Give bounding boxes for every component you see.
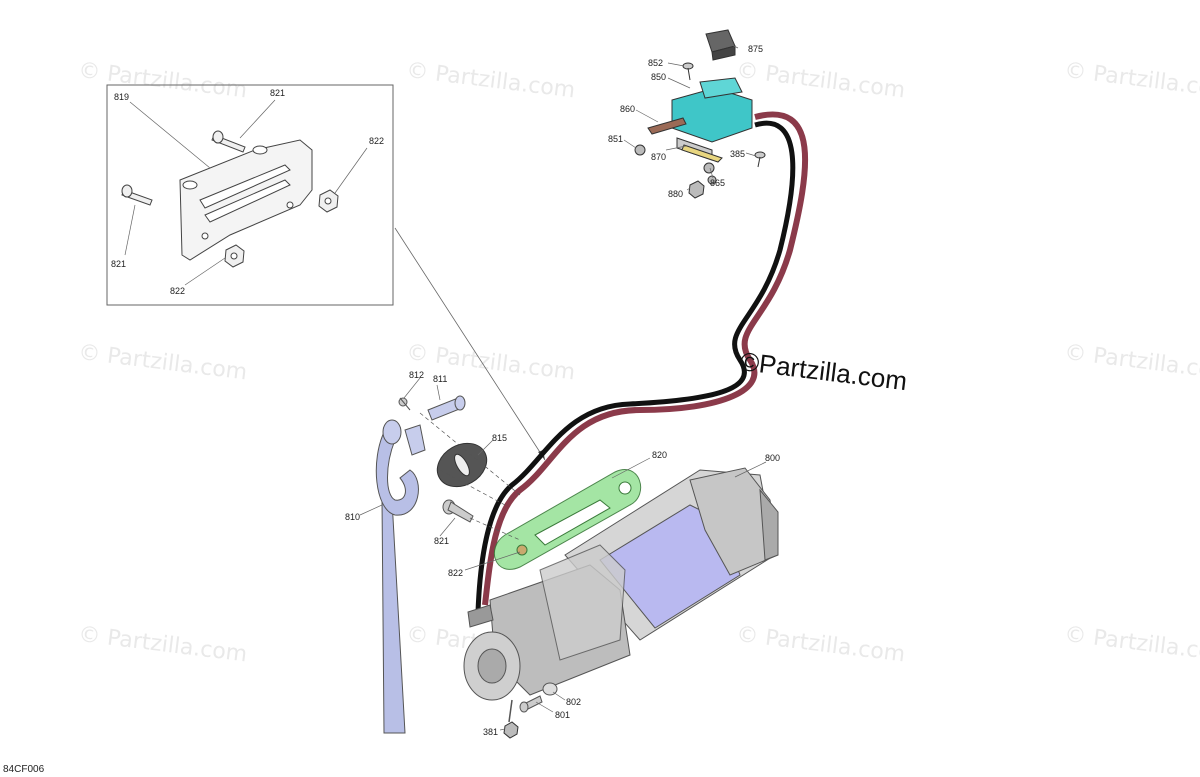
callout-801: 801	[555, 710, 570, 720]
callout-822: 822	[369, 136, 384, 146]
callout-802: 802	[566, 697, 581, 707]
callout-820: 820	[652, 450, 667, 460]
inset-leader	[394, 227, 546, 461]
wire-red	[482, 111, 809, 606]
bolt-801	[519, 695, 543, 713]
bolt-821	[442, 499, 474, 523]
callout-812: 812	[409, 370, 424, 380]
callout-865: 865	[710, 178, 725, 188]
callout-385: 385	[730, 149, 745, 159]
callout-815: 815	[492, 433, 507, 443]
callout-821: 821	[270, 88, 285, 98]
callout-850: 850	[651, 72, 666, 82]
inset-box	[106, 84, 394, 306]
drawing-code: 84CF006	[3, 764, 45, 775]
callout-860: 860	[620, 104, 635, 114]
solenoid-assembly	[634, 77, 753, 185]
bolt-385	[754, 151, 766, 168]
fairlead-820	[493, 469, 642, 570]
stopper-815	[436, 442, 488, 488]
inset-bolts	[121, 130, 339, 268]
callout-822: 822	[448, 568, 463, 578]
inset-fairlead	[179, 139, 313, 261]
callout-811: 811	[433, 374, 447, 384]
callout-810: 810	[345, 512, 360, 522]
nut-381	[503, 721, 519, 739]
callout-870: 870	[651, 152, 666, 162]
pin-811	[427, 395, 466, 421]
callout-821: 821	[434, 536, 449, 546]
callout-852: 852	[648, 58, 663, 68]
callout-819: 819	[114, 92, 129, 102]
callout-875: 875	[748, 44, 763, 54]
callout-381: 381	[483, 727, 498, 737]
hook-strap-810	[375, 419, 426, 734]
callout-800: 800	[765, 453, 780, 463]
fuse-875	[705, 29, 736, 61]
callout-821: 821	[111, 259, 126, 269]
callout-851: 851	[608, 134, 623, 144]
screw-852	[682, 62, 694, 81]
winch-800	[463, 467, 779, 701]
clip-812	[398, 397, 411, 411]
nut-880	[688, 180, 705, 199]
callout-880: 880	[668, 189, 683, 199]
wire-black	[475, 120, 796, 613]
callout-822: 822	[170, 286, 185, 296]
